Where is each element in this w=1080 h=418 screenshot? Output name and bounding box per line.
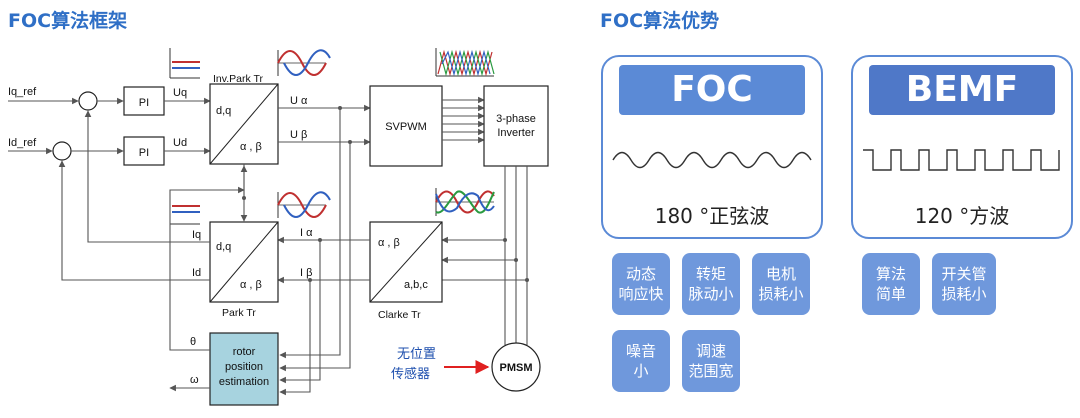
pi-block-q	[123, 86, 165, 116]
pmsm-motor	[491, 342, 541, 392]
park-out-label: α , β	[240, 279, 262, 291]
dc-reference-icon	[169, 48, 200, 79]
rotor-label-2: position	[225, 361, 263, 373]
bemf-advantage-tile: 算法 简单	[862, 253, 920, 315]
foc-card-subtitle: 180 °正弦波	[654, 204, 770, 228]
iq-feedback-label: Iq	[192, 229, 201, 241]
park-in-label: d,q	[216, 241, 231, 253]
inv-park-out-label: α , β	[240, 141, 262, 153]
id-feedback-label: Id	[192, 267, 201, 279]
iq-sum-junction	[78, 91, 98, 111]
omega-label: ω	[190, 374, 199, 386]
inv-park-title: Inv.Park Tr	[213, 73, 263, 85]
foc-framework-title: FOC算法框架	[8, 10, 128, 32]
inverter-label-1: 3-phase	[496, 113, 536, 125]
uq-label: Uq	[173, 87, 187, 99]
foc-card: FOC 180 °正弦波	[601, 55, 823, 239]
foc-advantages-title: FOC算法优势	[600, 10, 720, 32]
bemf-card-subtitle: 120 °方波	[914, 204, 1010, 228]
sensorless-label-2: 传感器	[391, 366, 430, 382]
foc-advantage-tile: 电机 损耗小	[752, 253, 810, 315]
pi-block-q-label: PI	[139, 97, 149, 109]
id-ref-label: Id_ref	[8, 137, 37, 149]
bemf-card-title: BEMF	[869, 65, 1055, 115]
dq-current-icon	[169, 196, 200, 225]
inverter-label-2: Inverter	[497, 127, 535, 139]
foc-advantage-tile: 动态 响应快	[612, 253, 670, 315]
bemf-advantage-tile: 开关管 损耗小	[932, 253, 996, 315]
iq-ref-label: Iq_ref	[8, 86, 37, 98]
ud-label: Ud	[173, 137, 187, 149]
foc-advantage-tile: 噪音 小	[612, 330, 670, 392]
pmsm-label: PMSM	[500, 362, 533, 374]
square-wave-icon	[863, 149, 1060, 171]
u-alpha-label: U α	[290, 95, 308, 107]
bemf-card: BEMF 120 °方波	[851, 55, 1073, 239]
theta-label: θ	[190, 336, 196, 348]
sensorless-label-1: 无位置	[397, 347, 436, 362]
foc-advantage-tile: 转矩 脉动小	[682, 253, 740, 315]
clarke-in-label: α , β	[378, 237, 400, 249]
u-beta-label: U β	[290, 129, 307, 141]
inv-park-in-label: d,q	[216, 105, 231, 117]
sine-wave-icon	[612, 151, 812, 169]
clarke-title: Clarke Tr	[378, 309, 421, 321]
foc-block-diagram: Iq_ref Id_ref PI PI Uq Ud Inv.Park Tr d,…	[8, 48, 549, 406]
pi-block-d-label: PI	[139, 147, 149, 159]
svpwm-block	[369, 85, 443, 167]
rotor-position-estimation-block	[209, 332, 279, 406]
i-alpha-label: I α	[300, 227, 313, 239]
park-title: Park Tr	[222, 307, 256, 319]
pwm-signal-arrows	[442, 96, 485, 144]
clarke-out-label: a,b,c	[404, 279, 428, 291]
i-beta-label: I β	[300, 267, 312, 279]
abc-current-wave-icon	[435, 188, 495, 216]
foc-card-title: FOC	[619, 65, 805, 115]
foc-advantage-tile: 调速 范围宽	[682, 330, 740, 392]
inverter-block	[483, 85, 549, 167]
pwm-waveform-icon	[435, 48, 495, 77]
ab-voltage-wave-icon	[277, 49, 331, 76]
svpwm-label: SVPWM	[385, 121, 427, 133]
rotor-label-1: rotor	[233, 346, 256, 358]
ab-current-wave-icon	[277, 191, 331, 218]
rotor-label-3: estimation	[219, 376, 269, 388]
id-sum-junction	[52, 141, 72, 161]
